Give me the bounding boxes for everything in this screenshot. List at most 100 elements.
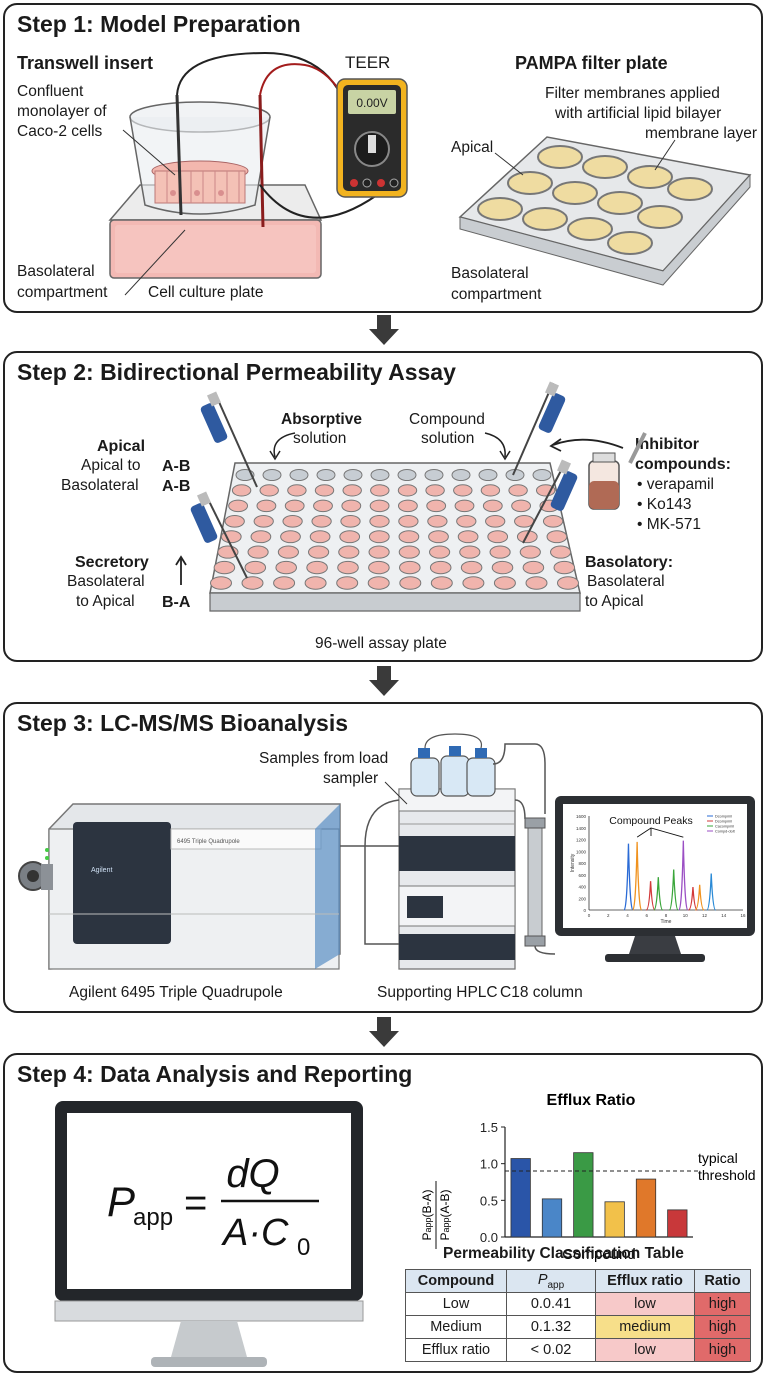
step3-title: Step 3: LC-MS/MS Bioanalysis [17, 710, 349, 736]
well [253, 514, 274, 528]
step1-title: Step 1: Model Preparation [17, 11, 301, 37]
efflux-xlabel: Compound [562, 1246, 635, 1263]
chromatogram-xlabel: Time [661, 919, 672, 925]
efflux-ratio-chart: Efflux Ratio Papp(B-A) Papp(A-B) 0.00.51… [420, 1092, 756, 1263]
well [398, 514, 419, 528]
well [519, 545, 541, 559]
chromatogram-peak [653, 877, 664, 911]
ms-model: 6495 Triple Quadrupole [177, 839, 240, 845]
header-papp-p: P [537, 1271, 548, 1288]
svg-text:Papp(A-B): Papp(A-B) [438, 1189, 452, 1240]
well [277, 545, 299, 559]
well [340, 514, 361, 528]
classification-title: Permeability Classification Table [443, 1245, 684, 1262]
chromatogram-ytick: 600 [578, 873, 586, 878]
well [304, 576, 327, 590]
secretory-heading: Secretory [75, 554, 149, 571]
well [398, 530, 420, 544]
c18-column-icon [524, 817, 546, 947]
well [511, 499, 532, 513]
well [311, 514, 332, 528]
plate-caption: 96-well assay plate [315, 635, 447, 652]
mass-spectrometer: Agilent 6495 Triple Quadrupole [18, 803, 341, 970]
formula-den: A·C [221, 1212, 289, 1254]
well [424, 469, 444, 481]
ms-brand: Agilent [91, 867, 112, 874]
ylabel-top-p: P [420, 1233, 434, 1241]
pampa-apical-label: Apical [451, 139, 494, 156]
efflux-ytick: 0.5 [480, 1193, 498, 1208]
cell-efflux: low [595, 1338, 695, 1362]
assay-plate-illustration [175, 381, 647, 612]
well [430, 576, 453, 590]
well [338, 545, 360, 559]
efflux-chart-title: Efflux Ratio [547, 1092, 636, 1109]
samples-label-1: Samples from load [259, 750, 389, 767]
header-compound: Compound [405, 1269, 507, 1293]
basolatory-heading: Basolatory: [585, 554, 674, 571]
well [557, 576, 579, 590]
monolayer-label-3: Caco-2 cells [17, 123, 103, 140]
well [337, 560, 359, 575]
formula-eq: = [184, 1181, 207, 1225]
papp-formula: P app = dQ A·C 0 [107, 1152, 319, 1261]
basolateral-label-1: Basolateral [17, 263, 95, 280]
chromatogram-ytick: 400 [578, 885, 586, 890]
step1-panel: Step 1: Model Preparation Transwell inse… [3, 3, 763, 313]
well [426, 499, 447, 513]
ylabel-bottom-p: P [438, 1233, 452, 1241]
well [480, 484, 501, 497]
chromatogram-peak [688, 887, 698, 911]
well [368, 545, 390, 559]
well [478, 469, 498, 481]
well [428, 530, 449, 544]
well [369, 499, 390, 513]
well [241, 576, 264, 590]
efflux-bar [573, 1152, 594, 1238]
basolatory-desc-2: to Apical [585, 593, 644, 610]
lcms-illustration: Agilent 6495 Triple Quadrupole [18, 733, 755, 970]
cell-compound: Medium [405, 1315, 507, 1339]
formula-den-sub: 0 [297, 1234, 310, 1261]
secretory-desc-2: to Apical [76, 593, 135, 610]
cell-papp: < 0.02 [506, 1338, 596, 1362]
chromatogram-xtick: 8 [665, 913, 668, 918]
well [342, 484, 362, 497]
step4-panel: Step 4: Data Analysis and Reporting P ap… [3, 1053, 763, 1373]
cell-monolayer [154, 170, 246, 204]
ab-label-2: A-B [162, 478, 191, 495]
inhibitor-3: • MK-571 [637, 516, 702, 533]
well [287, 484, 307, 497]
well [525, 576, 548, 590]
chromatogram-xtick: 2 [607, 913, 610, 918]
table-row: Medium 0.1.32 medium high [405, 1315, 751, 1339]
header-ratio: Ratio [694, 1269, 751, 1293]
step2-panel: Step 2: Bidirectional Permeability Assay… [3, 351, 763, 662]
chromatogram-peak [706, 873, 717, 911]
hplc-stack [398, 788, 516, 970]
chromatogram-xtick: 12 [702, 913, 708, 918]
efflux-ylabel: Papp(B-A) Papp(A-B) [420, 1181, 452, 1249]
efflux-bar [667, 1209, 688, 1238]
formula-num: dQ [226, 1152, 279, 1196]
transwell-insert [129, 101, 271, 215]
well [259, 484, 279, 497]
well [339, 530, 361, 544]
well [316, 469, 336, 481]
chromatogram-peak [632, 841, 643, 911]
arrow-down-icon [369, 666, 399, 696]
cell-compound: Low [405, 1292, 507, 1316]
well [397, 484, 418, 497]
well [460, 560, 483, 575]
well [224, 514, 245, 528]
well [369, 514, 390, 528]
efflux-bar [510, 1158, 531, 1238]
chromatogram-ytick: 0 [583, 908, 586, 913]
well [453, 484, 473, 497]
pipette-icon [522, 459, 578, 544]
secretory-desc-1: Basolateral [67, 573, 145, 590]
well [280, 530, 301, 544]
chromatogram-xtick: 0 [588, 913, 591, 918]
monolayer-label-1: Confluent [17, 83, 84, 100]
chromatogram-legend-item: Cacompmil [715, 825, 734, 829]
